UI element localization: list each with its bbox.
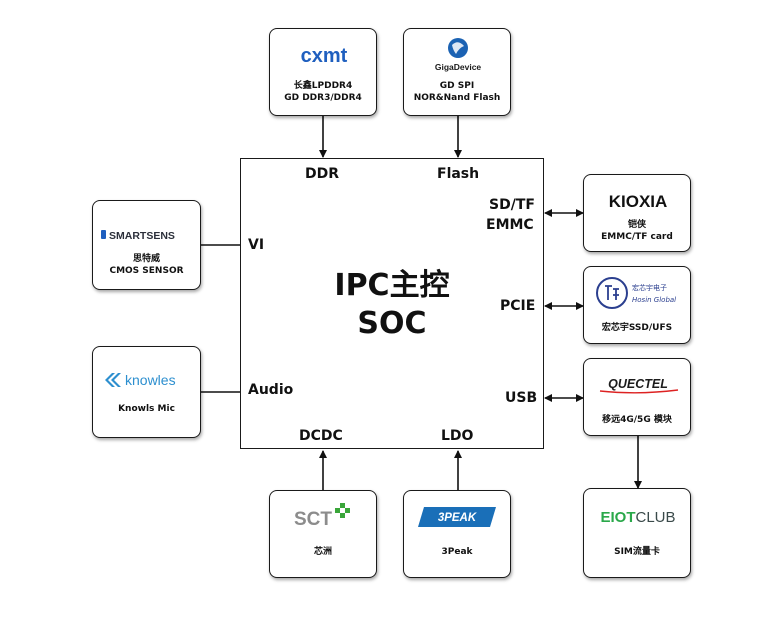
port-emmc: EMMC	[486, 217, 534, 233]
smartsens-line1: 思特威	[132, 254, 160, 264]
hosin-line1: 宏芯宇SSD/UFS	[601, 323, 673, 333]
kioxia-logo-text: KIOXIA	[609, 192, 668, 211]
vendor-box-gigadevice: GigaDevice GD SPI NOR&Nand Flash	[403, 28, 511, 116]
port-audio: Audio	[248, 382, 294, 398]
smartsens-logo: SMARTSENS	[101, 230, 175, 242]
smartsens-logo-text: SMARTSENS	[109, 230, 175, 242]
sct-logo-text: SCT	[294, 509, 332, 530]
eiotclub-logo-text: EIOTCLUB	[600, 509, 675, 526]
quectel-swoosh-icon	[599, 389, 679, 394]
port-usb: USB	[505, 390, 538, 406]
3peak-logo-text: 3PEAK	[438, 512, 477, 524]
gigadevice-line2: NOR&Nand Flash	[413, 93, 501, 103]
eiotclub-logo-club: CLUB	[636, 509, 676, 526]
cxmt-logo-text: cxmt	[301, 45, 348, 67]
quectel-line1: 移远4G/5G 模块	[602, 415, 672, 425]
cxmt-line1: 长鑫LPDDR4	[293, 81, 353, 91]
knowles-logo-text: knowles	[125, 372, 176, 388]
cxmt-line2: GD DDR3/DDR4	[284, 93, 362, 103]
knowles-mark-icon	[105, 373, 115, 387]
gigadevice-logo: GigaDevice	[435, 38, 482, 72]
quectel-logo: QUECTEL	[599, 377, 679, 394]
port-flash: Flash	[437, 166, 480, 182]
eiotclub-logo: EIOTCLUB	[600, 509, 675, 526]
kioxia-line1: 铠侠	[627, 220, 646, 230]
soc-title-line2: SOC	[357, 306, 427, 341]
vendor-box-sct: SCT 芯洲	[269, 490, 377, 578]
smartsens-line2: CMOS SENSOR	[109, 266, 184, 276]
soc-title-line1: IPC主控	[334, 268, 450, 303]
sct-line1: 芯洲	[313, 547, 332, 557]
vendor-box-cxmt: cxmt 长鑫LPDDR4 GD DDR3/DDR4	[269, 28, 377, 116]
port-ddr: DDR	[305, 166, 340, 182]
hosin-logo: 宏芯宇电子 Hosin Global	[596, 277, 676, 309]
hosin-ring-icon	[596, 277, 628, 309]
3peak-logo: 3PEAK	[418, 507, 496, 527]
soc-block: IPC主控 SOC	[240, 158, 544, 449]
smartsens-mark-icon	[101, 230, 106, 239]
hosin-logo-cn: 宏芯宇电子	[632, 283, 667, 292]
port-ldo: LDO	[441, 428, 474, 444]
sct-cross-icon	[340, 503, 345, 508]
port-dcdc: DCDC	[299, 428, 343, 444]
knowles-line1: Knowls Mic	[118, 404, 175, 414]
hosin-logo-en: Hosin Global	[632, 296, 676, 304]
eiotclub-line1: SIM流量卡	[614, 547, 660, 557]
vendor-box-hosin: 宏芯宇电子 Hosin Global 宏芯宇SSD/UFS	[583, 266, 691, 344]
3peak-line1: 3Peak	[441, 547, 473, 557]
sct-logo: SCT	[294, 503, 350, 530]
eiotclub-logo-eiot: EIOT	[600, 509, 635, 526]
soc-title: IPC主控 SOC	[241, 267, 543, 343]
vendor-box-3peak: 3PEAK 3Peak	[403, 490, 511, 578]
port-pcie: PCIE	[500, 298, 536, 314]
gigadevice-line1: GD SPI	[439, 81, 475, 91]
kioxia-line2: EMMC/TF card	[601, 232, 673, 242]
vendor-box-eiotclub: EIOTCLUB SIM流量卡	[583, 488, 691, 578]
vendor-box-smartsens: SMARTSENS 思特威 CMOS SENSOR	[92, 200, 201, 290]
port-sdtf: SD/TF	[489, 197, 535, 213]
gigadevice-logo-text: GigaDevice	[435, 62, 482, 72]
vendor-box-knowles: knowles Knowls Mic	[92, 346, 201, 438]
vendor-box-kioxia: KIOXIA 铠侠 EMMC/TF card	[583, 174, 691, 252]
3peak-banner-icon	[418, 507, 496, 527]
knowles-logo: knowles	[105, 372, 176, 388]
vendor-box-quectel: QUECTEL 移远4G/5G 模块	[583, 358, 691, 436]
cxmt-logo: cxmt	[301, 45, 348, 67]
kioxia-logo: KIOXIA	[609, 192, 668, 211]
quectel-logo-text: QUECTEL	[608, 377, 668, 391]
port-vi: VI	[248, 237, 265, 253]
